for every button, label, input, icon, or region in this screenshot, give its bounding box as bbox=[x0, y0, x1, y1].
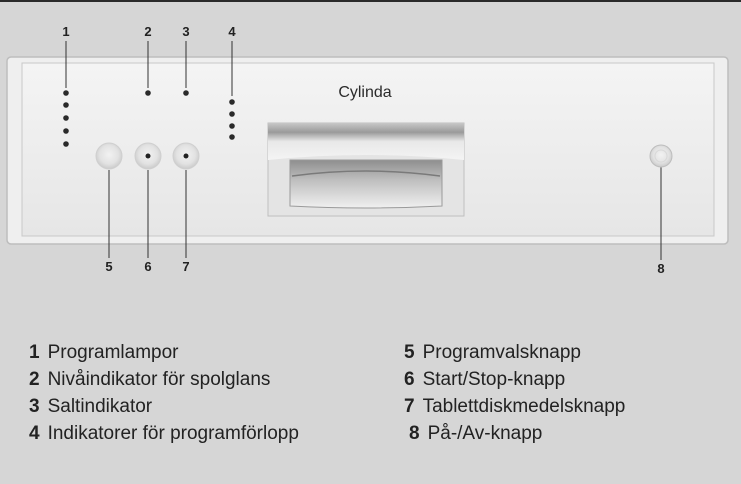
door-handle[interactable] bbox=[267, 122, 465, 217]
legend-label: Indikatorer för programförlopp bbox=[47, 423, 299, 444]
rinse-aid-indicator bbox=[145, 90, 151, 96]
legend-label: Programvalsknapp bbox=[422, 342, 581, 363]
legend-number: 3 bbox=[29, 396, 40, 417]
legend-item-2: 2 Nivåindikator för spolglans bbox=[29, 369, 270, 391]
program-lamp-1 bbox=[63, 90, 69, 96]
progress-lamp-3 bbox=[229, 123, 235, 129]
legend-item-5: 5 Programvalsknapp bbox=[404, 342, 581, 364]
legend-number: 8 bbox=[409, 423, 420, 444]
callout-4: 4 bbox=[228, 24, 236, 39]
top-border-line bbox=[0, 0, 741, 2]
legend-number: 5 bbox=[404, 342, 415, 363]
program-lamp-4 bbox=[63, 128, 69, 134]
callout-1: 1 bbox=[62, 24, 69, 39]
legend-item-8: 8 På-/Av-knapp bbox=[409, 423, 542, 445]
brand-logo: Cylinda bbox=[338, 84, 391, 101]
program-select-button[interactable] bbox=[95, 142, 123, 170]
callout-8: 8 bbox=[657, 261, 664, 276]
legend-item-4: 4 Indikatorer för programförlopp bbox=[29, 423, 299, 445]
callout-6: 6 bbox=[144, 259, 151, 274]
program-lamp-5 bbox=[63, 141, 69, 147]
legend-number: 2 bbox=[29, 369, 40, 390]
callout-5: 5 bbox=[105, 259, 112, 274]
legend-label: På-/Av-knapp bbox=[427, 423, 543, 444]
tablet-detergent-button[interactable] bbox=[172, 142, 200, 170]
program-lamp-3 bbox=[63, 115, 69, 121]
legend-label: Programlampor bbox=[47, 342, 179, 363]
legend-item-1: 1 Programlampor bbox=[29, 342, 179, 364]
progress-lamp-1 bbox=[229, 99, 235, 105]
legend-label: Tablettdiskmedelsknapp bbox=[422, 396, 626, 417]
legend-label: Saltindikator bbox=[47, 396, 153, 417]
legend-item-7: 7 Tablettdiskmedelsknapp bbox=[404, 396, 625, 418]
legend-item-6: 6 Start/Stop-knapp bbox=[404, 369, 565, 391]
legend-number: 1 bbox=[29, 342, 40, 363]
callout-7: 7 bbox=[182, 259, 189, 274]
legend-label: Start/Stop-knapp bbox=[422, 369, 566, 390]
control-panel-diagram: Cylinda 1 2 3 4 5 6 7 8 bbox=[6, 24, 729, 276]
legend-label: Nivåindikator för spolglans bbox=[47, 369, 271, 390]
callout-3: 3 bbox=[182, 24, 189, 39]
legend-number: 6 bbox=[404, 369, 415, 390]
progress-lamp-2 bbox=[229, 111, 235, 117]
callout-2: 2 bbox=[144, 24, 151, 39]
power-button[interactable] bbox=[649, 144, 673, 168]
legend-number: 7 bbox=[404, 396, 415, 417]
start-stop-button[interactable] bbox=[134, 142, 162, 170]
salt-indicator bbox=[183, 90, 189, 96]
legend-item-3: 3 Saltindikator bbox=[29, 396, 152, 418]
legend-number: 4 bbox=[29, 423, 40, 444]
progress-lamp-4 bbox=[229, 134, 235, 140]
program-lamp-2 bbox=[63, 102, 69, 108]
